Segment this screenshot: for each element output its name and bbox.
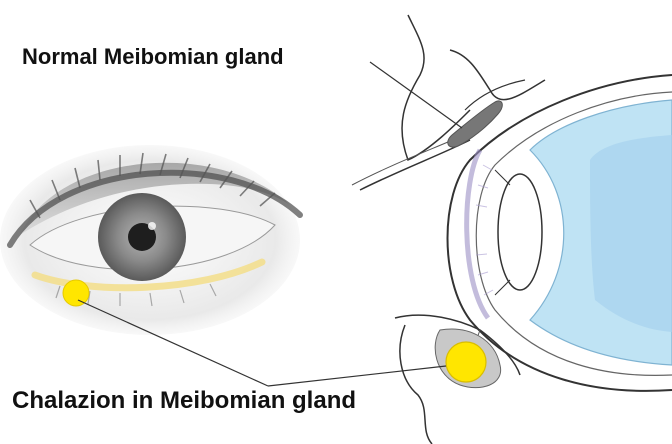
zonule-lower <box>495 280 510 295</box>
upper-lid-inner <box>450 50 545 100</box>
leader-line-chalazion-section <box>268 366 446 386</box>
retina-shading <box>590 135 672 332</box>
eye-cross-section <box>352 15 672 444</box>
leader-line-normal <box>370 62 462 128</box>
lens <box>498 174 542 290</box>
chalazion-front-view <box>63 280 89 306</box>
zonule-upper <box>495 170 510 185</box>
pupil-highlight <box>148 222 156 230</box>
chalazion-section <box>446 342 486 382</box>
lower-lid-outline <box>400 325 432 444</box>
label-normal-meibomian-gland: Normal Meibomian gland <box>22 46 284 68</box>
upper-lash-section <box>352 136 462 185</box>
iris-section <box>467 150 488 318</box>
front-eye <box>0 145 300 335</box>
label-chalazion: Chalazion in Meibomian gland <box>12 389 356 413</box>
